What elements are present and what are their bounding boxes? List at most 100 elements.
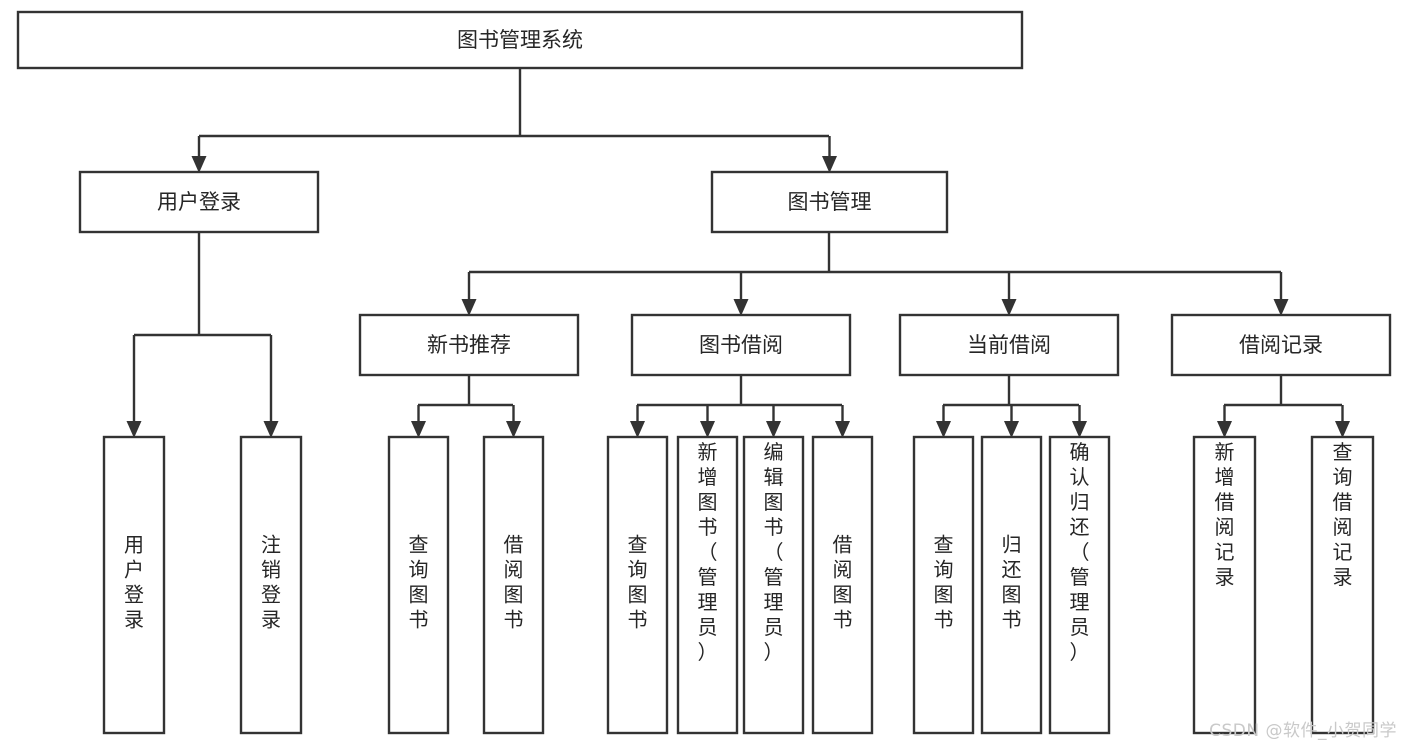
edge-book-management-to-book-borrow xyxy=(733,272,749,316)
node-leaf-user-login[interactable]: 用户登录 xyxy=(102,435,166,735)
arrow-head-icon xyxy=(1001,299,1017,316)
node-box[interactable] xyxy=(358,313,580,377)
arrow-head-icon xyxy=(263,421,279,438)
node-book-management[interactable]: 图书管理 xyxy=(710,170,949,234)
node-label: 查询图书 xyxy=(409,533,429,632)
node-label: 新增图书（管理员） xyxy=(698,440,718,664)
node-label: 图书借阅 xyxy=(699,333,783,357)
edge-borrow-record-to-leaf-query-record xyxy=(1335,405,1350,438)
node-leaf-add-record[interactable]: 新增借阅记录 xyxy=(1192,435,1257,735)
node-label: 查询图书 xyxy=(934,533,954,632)
node-label: 查询图书 xyxy=(628,533,648,632)
node-label: 归还图书 xyxy=(1002,533,1022,632)
node-box[interactable] xyxy=(606,435,669,735)
node-box[interactable] xyxy=(482,435,545,735)
node-box[interactable] xyxy=(811,435,874,735)
node-box[interactable] xyxy=(710,170,949,234)
node-root[interactable]: 图书管理系统 xyxy=(16,10,1024,70)
node-book-borrow[interactable]: 图书借阅 xyxy=(630,313,852,377)
node-current-borrow[interactable]: 当前借阅 xyxy=(898,313,1120,377)
node-box[interactable] xyxy=(676,435,739,735)
node-box[interactable] xyxy=(387,435,450,735)
edge-new-book-recommend-to-leaf-query-book-1 xyxy=(411,405,426,438)
edge-book-management-to-borrow-record xyxy=(1273,272,1289,316)
node-label: 查询借阅记录 xyxy=(1333,440,1353,589)
connector-bus-book-management xyxy=(469,232,1281,274)
node-box[interactable] xyxy=(78,170,320,234)
node-box[interactable] xyxy=(239,435,303,735)
edge-current-borrow-to-leaf-return-book xyxy=(1004,405,1019,438)
arrow-head-icon xyxy=(191,156,207,173)
arrow-head-icon xyxy=(1335,421,1350,438)
arrow-head-icon xyxy=(733,299,749,316)
connector-bus-root xyxy=(199,68,829,138)
edge-root-to-book-management xyxy=(822,136,837,173)
connector-bus-user-login xyxy=(134,232,271,337)
arrow-head-icon xyxy=(411,421,426,438)
node-leaf-edit-book[interactable]: 编辑图书（管理员） xyxy=(742,435,805,735)
arrow-head-icon xyxy=(1217,421,1232,438)
edge-current-borrow-to-leaf-query-book-3 xyxy=(936,405,951,438)
edge-book-borrow-to-leaf-query-book-2 xyxy=(630,405,645,438)
edge-root-to-user-login xyxy=(191,136,207,173)
edge-new-book-recommend-to-leaf-borrow-book-1 xyxy=(506,405,521,438)
node-box[interactable] xyxy=(742,435,805,735)
node-label: 新书推荐 xyxy=(427,333,511,357)
node-label: 编辑图书（管理员） xyxy=(764,440,784,664)
edge-book-borrow-to-leaf-borrow-book-2 xyxy=(835,405,850,438)
node-leaf-confirm-return[interactable]: 确认归还（管理员） xyxy=(1048,435,1111,735)
edge-borrow-record-to-leaf-add-record xyxy=(1217,405,1232,438)
arrow-head-icon xyxy=(461,299,477,316)
node-leaf-query-book-3[interactable]: 查询图书 xyxy=(912,435,975,735)
node-label: 借阅记录 xyxy=(1239,333,1323,357)
node-box[interactable] xyxy=(912,435,975,735)
arrow-head-icon xyxy=(1004,421,1019,438)
node-box[interactable] xyxy=(1192,435,1257,735)
node-label: 借阅图书 xyxy=(504,533,524,632)
node-leaf-borrow-book-1[interactable]: 借阅图书 xyxy=(482,435,545,735)
node-leaf-query-record[interactable]: 查询借阅记录 xyxy=(1310,435,1375,735)
node-box[interactable] xyxy=(16,10,1024,70)
node-label: 用户登录 xyxy=(124,533,144,632)
node-label: 用户登录 xyxy=(157,190,241,214)
node-leaf-add-book[interactable]: 新增图书（管理员） xyxy=(676,435,739,735)
arrow-head-icon xyxy=(126,421,142,438)
node-box[interactable] xyxy=(1170,313,1392,377)
edge-current-borrow-to-leaf-confirm-return xyxy=(1072,405,1087,438)
arrow-head-icon xyxy=(1273,299,1289,316)
node-leaf-return-book[interactable]: 归还图书 xyxy=(980,435,1043,735)
arrow-head-icon xyxy=(822,156,837,173)
node-box[interactable] xyxy=(898,313,1120,377)
node-box[interactable] xyxy=(1048,435,1111,735)
edge-user-login-to-leaf-user-login xyxy=(126,335,142,438)
edge-user-login-to-leaf-logout xyxy=(263,335,279,438)
node-leaf-query-book-2[interactable]: 查询图书 xyxy=(606,435,669,735)
node-label: 借阅图书 xyxy=(833,533,853,632)
arrow-head-icon xyxy=(835,421,850,438)
node-leaf-logout[interactable]: 注销登录 xyxy=(239,435,303,735)
connector-bus-book-borrow xyxy=(637,375,842,407)
node-new-book-recommend[interactable]: 新书推荐 xyxy=(358,313,580,377)
node-label: 注销登录 xyxy=(261,533,281,632)
node-user-login[interactable]: 用户登录 xyxy=(78,170,320,234)
nodes-layer: 图书管理系统用户登录图书管理新书推荐图书借阅当前借阅借阅记录用户登录注销登录查询… xyxy=(16,10,1392,735)
node-box[interactable] xyxy=(102,435,166,735)
arrow-head-icon xyxy=(700,421,715,438)
node-label: 图书管理 xyxy=(788,190,872,214)
edge-book-borrow-to-leaf-add-book xyxy=(700,405,715,438)
edge-book-management-to-current-borrow xyxy=(1001,272,1017,316)
node-box[interactable] xyxy=(630,313,852,377)
node-label: 当前借阅 xyxy=(967,333,1051,357)
node-box[interactable] xyxy=(1310,435,1375,735)
node-label: 图书管理系统 xyxy=(457,28,583,52)
arrow-head-icon xyxy=(1072,421,1087,438)
node-leaf-query-book-1[interactable]: 查询图书 xyxy=(387,435,450,735)
edge-book-management-to-new-book-recommend xyxy=(461,272,477,316)
node-box[interactable] xyxy=(980,435,1043,735)
node-borrow-record[interactable]: 借阅记录 xyxy=(1170,313,1392,377)
node-leaf-borrow-book-2[interactable]: 借阅图书 xyxy=(811,435,874,735)
arrow-head-icon xyxy=(506,421,521,438)
connectors-layer xyxy=(126,68,1350,438)
